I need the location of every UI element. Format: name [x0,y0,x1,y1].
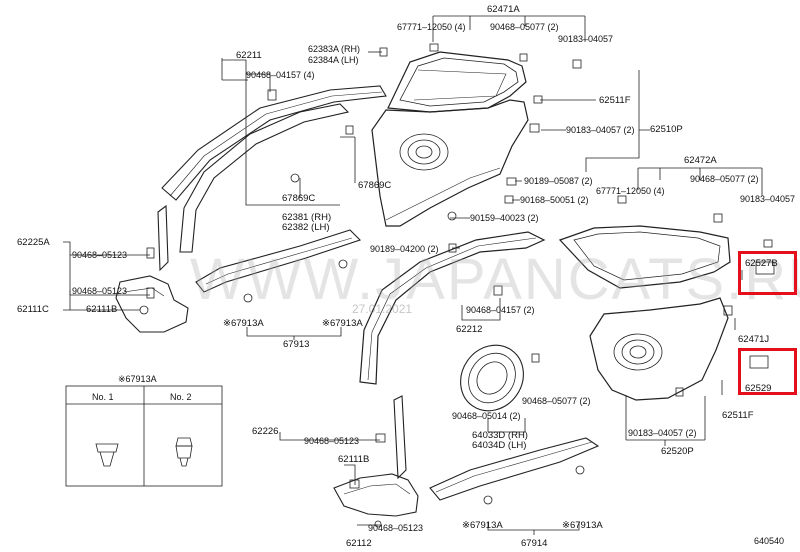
label-62383A: 62383A (RH) [308,44,361,54]
legend-title: ※67913A [118,374,157,384]
label-90468-05077-a: 90468–05077 (2) [490,22,559,32]
highlight-62529 [738,348,797,395]
label-62510P: 62510P [650,124,683,135]
label-62212: 62212 [456,324,483,335]
label-62511F-lower: 62511F [722,410,754,421]
legend-col2: No. 2 [170,392,192,402]
label-62384A: 62384A (LH) [308,55,359,65]
label-90468-04157-2: 90468–04157 (2) [466,305,535,315]
label-62111B-b: 62111B [338,454,370,465]
label-62471J: 62471J [738,334,770,345]
label-67913A-d: ※67913A [562,520,603,531]
label-90159-40023: 90159–40023 (2) [470,213,539,223]
label-62111C: 62111C [17,304,49,315]
highlight-62527B [738,251,797,295]
label-90183-04057-b: 90183–04057 [740,194,796,204]
label-90468-05123-b: 90468–05123 [72,286,128,296]
label-62527B: 62527B [745,258,778,269]
label-90468-05077-b: 90468–05077 (2) [690,174,759,184]
watermark-date: 27.01.2021 [352,302,413,316]
label-67913: 67913 [283,339,310,350]
label-67913A-a: ※67913A [223,318,264,329]
label-90468-05123-d: 90468–05123 [368,523,424,533]
label-67771-4: 67771–12050 (4) [397,22,466,32]
label-90468-05077-c: 90468–05077 (2) [522,396,591,406]
label-67913A-b: ※67913A [322,318,363,329]
label-67913A-c: ※67913A [462,520,503,531]
label-67869C-a: 67869C [358,180,392,191]
label-62382: 62382 (LH) [282,222,330,233]
label-90468-05123-c: 90468–05123 [304,436,360,446]
label-62111B-a: 62111B [86,304,118,315]
label-90183-04057-2b: 90183–04057 (2) [628,428,697,438]
label-62529: 62529 [745,383,772,394]
label-90189-04200: 90189–04200 (2) [370,244,439,254]
label-64034D: 64034D (LH) [472,440,527,451]
label-62225A: 62225A [17,237,50,248]
label-62226: 62226 [252,426,279,437]
label-90183-04057-a: 90183–04057 [558,34,614,44]
watermark-text: WWW.JAPANCATS.RU [190,247,800,312]
label-62472A: 62472A [684,155,717,166]
label-67914: 67914 [521,538,548,549]
label-62112: 62112 [346,538,372,549]
label-67771-b: 67771–12050 (4) [596,186,665,196]
label-62471A: 62471A [487,4,520,15]
label-67869C-b: 67869C [282,193,316,204]
diagram-code: 640540 [754,536,785,546]
label-90168-50051: 90168–50051 (2) [520,195,589,205]
label-90183-04057-2a: 90183–04057 (2) [566,125,635,135]
legend-col1: No. 1 [92,392,114,402]
label-90468-04157-4: 90468–04157 (4) [246,70,315,80]
label-64033D: 64033D (RH) [472,430,528,441]
label-62520P: 62520P [661,446,694,457]
label-62211: 62211 [236,50,262,61]
label-62381: 62381 (RH) [282,212,332,223]
label-90468-05123-a: 90468–05123 [72,250,128,260]
label-90189-05087: 90189–05087 (2) [524,176,593,186]
label-62511F-upper: 62511F [599,95,631,106]
label-90468-05014: 90468–05014 (2) [452,411,521,421]
